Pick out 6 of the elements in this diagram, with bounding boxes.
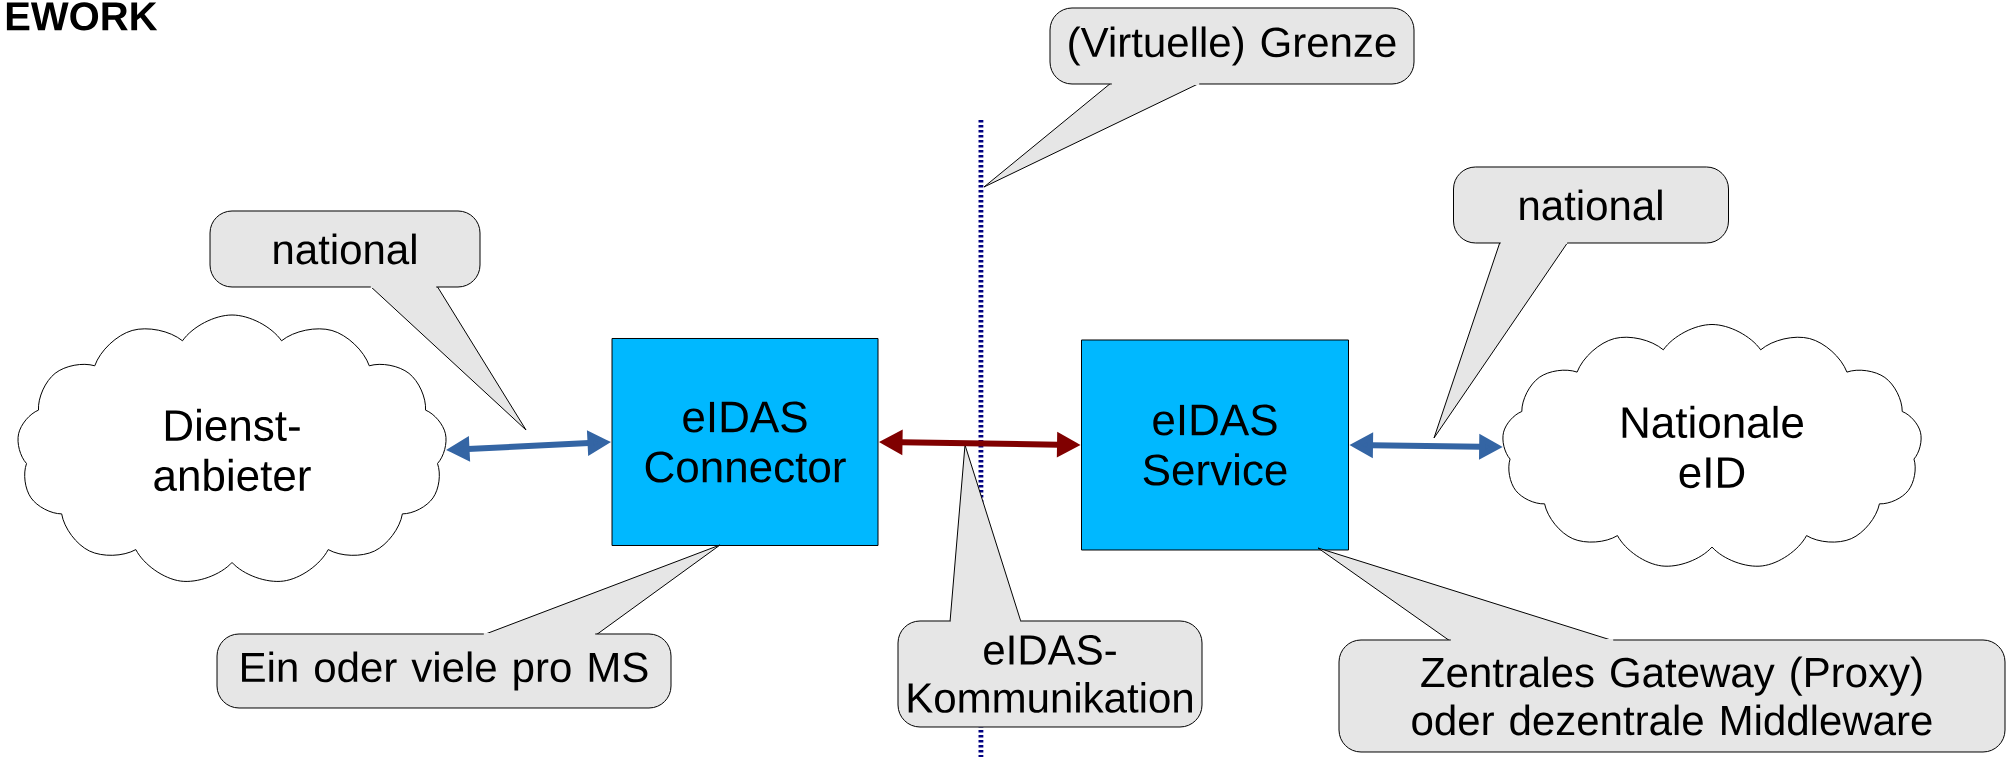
speech-bubble: Zentrales Gateway (Proxy) oder dezentrale Middleware — [1317, 547, 2006, 753]
process-box: eIDAS Service — [1081, 339, 1349, 551]
speech-bubble: (Virtuelle) Grenze — [983, 7, 1415, 188]
title: EWORK — [6, 2, 158, 31]
speech-bubble: Ein oder viele pro MS — [216, 544, 721, 709]
process-box: eIDAS Connector — [611, 338, 879, 546]
